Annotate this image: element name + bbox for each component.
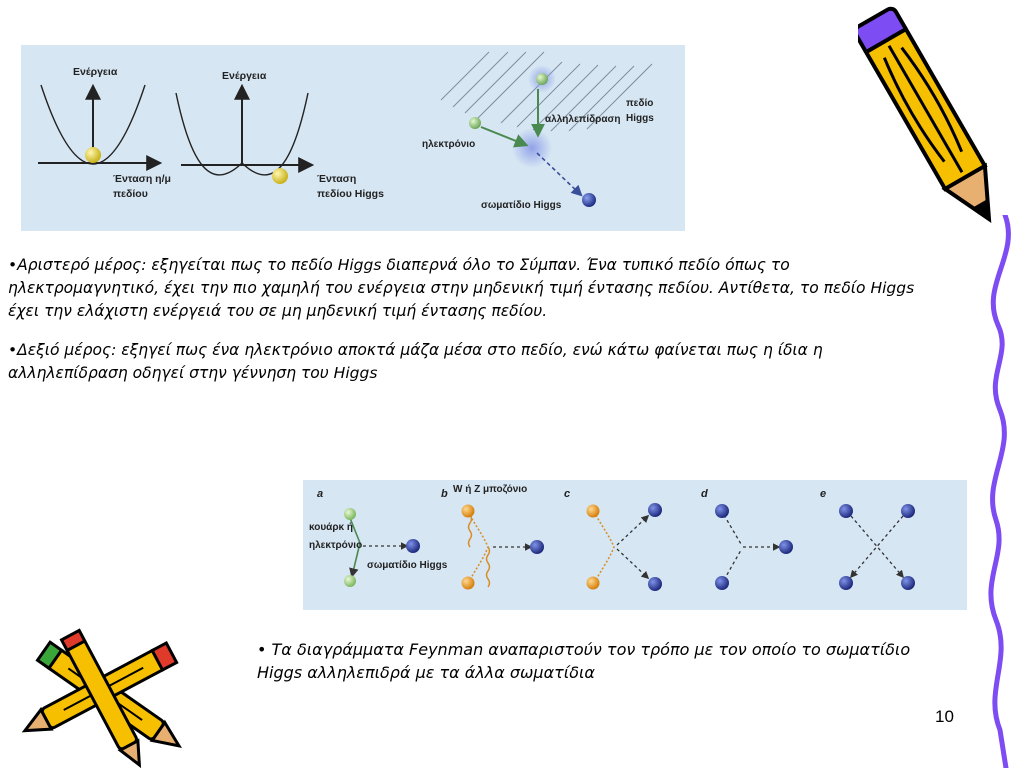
em-field-energy-plot: Ενέργεια Ένταση η/μ πεδίου — [38, 66, 171, 200]
diagram-b: W ή Z μποζόνιο — [453, 484, 544, 590]
higgs-particle — [582, 193, 596, 207]
higgs-field-strength-label-2: πεδίου Higgs — [317, 188, 384, 200]
left-part-paragraph: •Αριστερό μέρος: εξηγείται πως το πεδίο … — [8, 256, 915, 320]
purple-squiggle-line — [988, 215, 1011, 768]
diagram-label-b: b — [441, 488, 448, 500]
field-label-1: πεδίο — [626, 98, 653, 109]
electron-label: ηλεκτρόνιο — [422, 139, 475, 150]
interaction-label: αλληλεπίδραση — [545, 114, 620, 125]
electron-in-field — [536, 73, 548, 85]
quark-label-2: ηλεκτρόνιο — [309, 540, 362, 551]
diagram-label-c: c — [564, 488, 570, 500]
page-number: 10 — [935, 707, 954, 726]
quark-label-1: κουάρκ ή — [309, 522, 353, 533]
right-part-paragraph: •Δεξιό μέρος: εξηγεί πως ένα ηλεκτρόνιο … — [8, 341, 823, 382]
feynman-figure: a b c d e κουάρκ ή ηλεκτρόνιο σωματίδιο … — [309, 484, 915, 591]
higgs-particle-label: σωματίδιο Higgs — [481, 200, 562, 211]
diagram-label-d: d — [701, 488, 708, 500]
higgs-potential-figure: Ενέργεια Ένταση η/μ πεδίου Ενέργεια Έντα… — [38, 51, 654, 211]
energy-axis-label: Ενέργεια — [73, 66, 118, 78]
energy-axis-label-2: Ενέργεια — [222, 70, 267, 82]
higgs-field-energy-plot: Ενέργεια Ένταση πεδίου Higgs — [175, 70, 384, 200]
pencil-icon — [858, 6, 992, 224]
field-label-2: Higgs — [626, 113, 654, 124]
diagram-e — [839, 504, 915, 590]
ball-at-minimum — [85, 147, 101, 163]
diagram-d — [715, 504, 793, 590]
diagram-label-e: e — [820, 488, 826, 500]
caption-text: Τα διαγράμματα Feynman αναπαριστούν τον … — [257, 640, 911, 682]
top-diagram: Ενέργεια Ένταση η/μ πεδίου Ενέργεια Έντα… — [21, 45, 685, 231]
boson-label: W ή Z μποζόνιο — [453, 484, 527, 495]
feynman-caption: • Τα διαγράμματα Feynman αναπαριστούν το… — [257, 638, 937, 684]
em-field-strength-label-2: πεδίου — [113, 188, 148, 200]
higgs-field-lines — [440, 51, 653, 132]
diagram-a: κουάρκ ή ηλεκτρόνιο σωματίδιο Higgs — [309, 508, 448, 587]
feynman-diagrams: a b c d e κουάρκ ή ηλεκτρόνιο σωματίδιο … — [303, 480, 967, 610]
higgs-label: σωματίδιο Higgs — [367, 560, 448, 571]
diagram-label-a: a — [317, 488, 323, 500]
em-field-strength-label-1: Ένταση η/μ — [113, 173, 171, 185]
diagram-c — [586, 503, 662, 591]
higgs-field-strength-label-1: Ένταση — [317, 173, 356, 185]
incoming-electron — [469, 117, 481, 129]
ball-at-nonzero-minimum — [272, 168, 288, 184]
crayons-icon — [21, 628, 183, 768]
caption-bullet: • — [257, 640, 267, 659]
electron-higgs-interaction: αλληλεπίδραση πεδίο Higgs ηλεκτρόνιο σωμ… — [422, 51, 654, 211]
